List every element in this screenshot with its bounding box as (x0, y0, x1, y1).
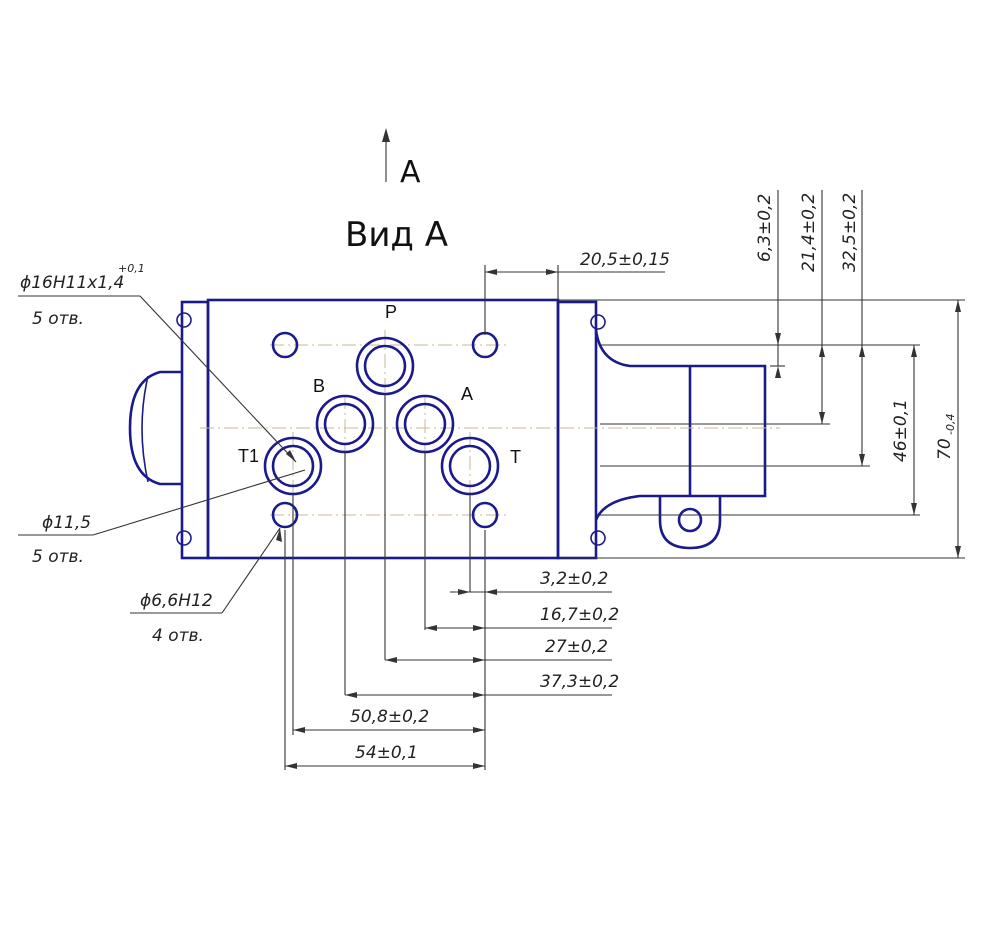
port-label-p: P (385, 302, 397, 322)
dim-h-37-3: 37,3±0,2 (540, 672, 619, 692)
dim-bore-tol: +0,1 (118, 262, 145, 275)
dim-bore-count: 5 отв. (32, 309, 84, 329)
view-arrow: A (382, 128, 421, 190)
port-label-a: A (461, 384, 473, 404)
dim-v-21-4: 21,4±0,2 (799, 193, 819, 272)
dimension-arrows (276, 269, 961, 769)
screw-hole-bottom-left (271, 501, 299, 529)
dim-top-offset-label: 20,5±0,15 (580, 250, 670, 270)
view-title: Вид А (345, 215, 448, 255)
dim-h-3-2: 3,2±0,2 (540, 569, 608, 589)
dim-screw-count: 4 отв. (152, 626, 204, 646)
port-label-b: B (313, 376, 325, 396)
right-end-cap (556, 300, 767, 560)
leader-lines (18, 295, 306, 614)
dim-bore-spec: ϕ16H11x1,4 (20, 273, 124, 293)
dim-v-70-tol: -0,4 (944, 414, 957, 435)
dim-v-70: 70 (935, 438, 955, 460)
dim-h-50-8: 50,8±0,2 (350, 707, 429, 727)
dim-h-16-7: 16,7±0,2 (540, 605, 619, 625)
dim-h-54: 54±0,1 (355, 743, 418, 763)
dim-port-count: 5 отв. (32, 547, 84, 567)
screw-hole-top-left (271, 331, 299, 359)
horizontal-dimensions (284, 394, 612, 770)
screw-hole-bottom-right (471, 501, 499, 529)
dim-top-offset (484, 265, 665, 335)
center-lines (200, 330, 780, 516)
dim-v-46: 46±0,1 (891, 399, 911, 462)
dim-screw-hole: ϕ6,6H12 (140, 591, 213, 611)
port-label-t1: T1 (238, 446, 259, 466)
dim-port-dia: ϕ11,5 (42, 513, 91, 533)
view-arrow-letter: A (400, 155, 421, 190)
port-label-t: T (510, 447, 521, 467)
dim-v-32-5: 32,5±0,2 (840, 193, 860, 272)
dim-h-27: 27±0,2 (545, 637, 608, 657)
dim-v-6-3: 6,3±0,2 (755, 194, 775, 262)
vertical-dimensions (558, 190, 965, 559)
